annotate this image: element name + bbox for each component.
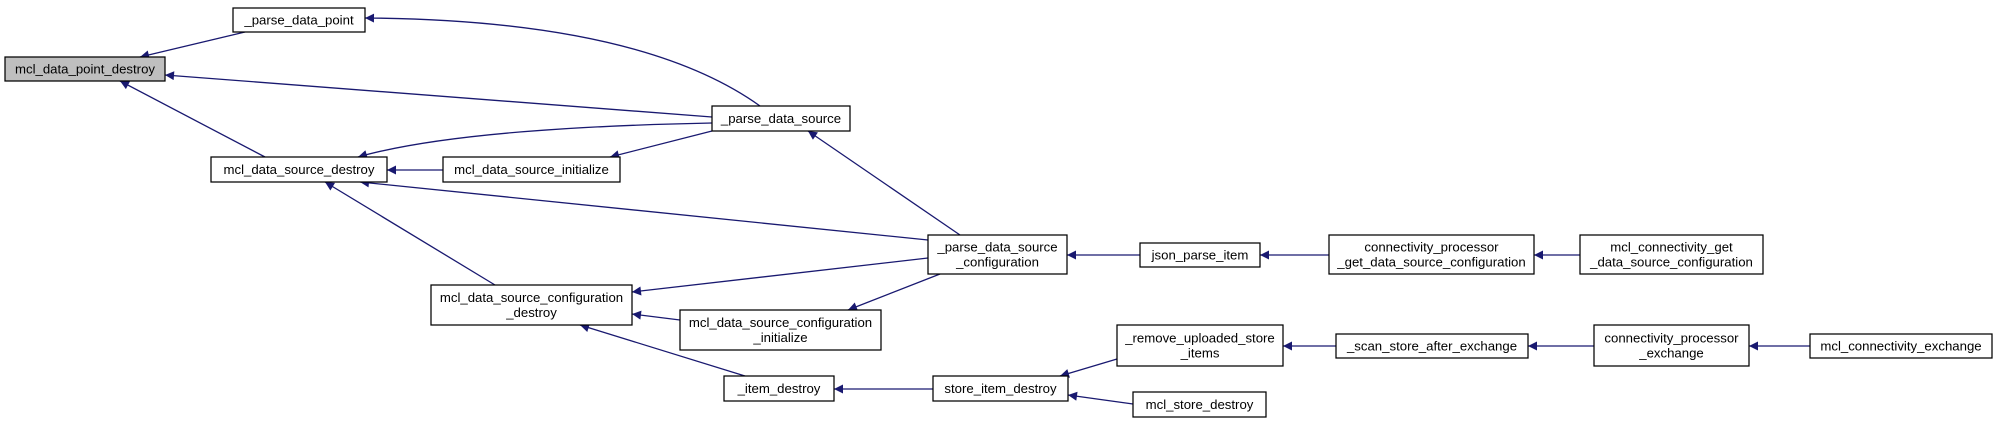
node-box[interactable] bbox=[1593, 324, 1750, 367]
node-store_item_destroy[interactable]: store_item_destroy bbox=[932, 375, 1069, 402]
node-label: mcl_data_source_destroy bbox=[223, 162, 374, 177]
node-label: _get_data_source_configuration bbox=[1336, 255, 1525, 270]
node-_scan_store_after_exchange[interactable]: _scan_store_after_exchange bbox=[1335, 333, 1529, 359]
edge-_parse_data_source_configuration-to-_parse_data_source bbox=[807, 130, 961, 236]
edge-_parse_data_source_configuration-to-mcl_data_source_configuration_initialize bbox=[847, 273, 941, 311]
node-label: _exchange bbox=[1638, 346, 1704, 361]
node-connectivity_processor_exchange[interactable]: connectivity_processor_exchange bbox=[1593, 324, 1750, 367]
node-connectivity_processor_get_data_source_configuration[interactable]: connectivity_processor_get_data_source_c… bbox=[1328, 234, 1535, 275]
node-box[interactable] bbox=[679, 309, 882, 351]
node-mcl_data_source_configuration_destroy[interactable]: mcl_data_source_configuration_destroy bbox=[430, 284, 633, 326]
nodes-layer: mcl_data_point_destroy _parse_data_pointm… bbox=[4, 7, 1993, 418]
node-json_parse_item[interactable]: json_parse_item bbox=[1139, 242, 1261, 268]
edge-_parse_data_source-to-mcl_data_source_initialize bbox=[609, 130, 713, 160]
node-label: json_parse_item bbox=[1151, 248, 1249, 263]
node-label: _configuration bbox=[955, 255, 1039, 270]
node-_parse_data_point[interactable]: _parse_data_point bbox=[232, 7, 366, 33]
node-box[interactable] bbox=[210, 156, 388, 183]
node-box[interactable] bbox=[232, 7, 366, 33]
node-mcl_connectivity_exchange[interactable]: mcl_connectivity_exchange bbox=[1809, 333, 1993, 359]
node-label: _scan_store_after_exchange bbox=[1346, 339, 1517, 354]
edge-_item_destroy-to-mcl_data_source_configuration_destroy bbox=[579, 323, 746, 377]
node-box[interactable] bbox=[1139, 242, 1261, 268]
node-box[interactable] bbox=[711, 105, 851, 132]
node-label: mcl_connectivity_exchange bbox=[1820, 339, 1981, 354]
edge-mcl_data_source_destroy-to-mcl_data_point_destroy bbox=[119, 80, 266, 158]
node-_parse_data_source_configuration[interactable]: _parse_data_source_configuration bbox=[927, 234, 1068, 275]
node-label: mcl_store_destroy bbox=[1146, 397, 1254, 412]
node-label: _parse_data_source bbox=[936, 240, 1057, 255]
node-label: _parse_data_source bbox=[720, 111, 841, 126]
node-box[interactable] bbox=[723, 375, 835, 402]
node-box[interactable] bbox=[927, 234, 1068, 275]
node-mcl_data_source_configuration_initialize[interactable]: mcl_data_source_configuration_initialize bbox=[679, 309, 882, 351]
node-label: mcl_data_source_configuration bbox=[689, 315, 872, 330]
node-label: mcl_data_point_destroy bbox=[15, 62, 155, 77]
node-label: store_item_destroy bbox=[944, 381, 1057, 396]
node-label: _data_source_configuration bbox=[1589, 255, 1753, 270]
node-box[interactable] bbox=[1579, 234, 1764, 275]
edge-_parse_data_source_configuration-to-mcl_data_source_configuration_destroy bbox=[631, 257, 929, 296]
node-box[interactable] bbox=[1132, 391, 1267, 418]
node-mcl_data_source_destroy[interactable]: mcl_data_source_destroy bbox=[210, 156, 388, 183]
node-label: _destroy bbox=[505, 305, 557, 320]
node-mcl_data_point_destroy[interactable]: mcl_data_point_destroy bbox=[4, 56, 166, 82]
edge-_parse_data_source-to-mcl_data_point_destroy bbox=[164, 71, 713, 118]
edges-layer bbox=[119, 13, 1810, 405]
node-label: connectivity_processor bbox=[1364, 240, 1499, 255]
node-box[interactable] bbox=[442, 156, 621, 183]
node-box[interactable] bbox=[1328, 234, 1535, 275]
node-box[interactable] bbox=[4, 56, 166, 82]
edge-_parse_data_point-to-mcl_data_point_destroy bbox=[139, 31, 246, 60]
node-box[interactable] bbox=[430, 284, 633, 326]
node-label: connectivity_processor bbox=[1604, 331, 1739, 346]
node-label: _items bbox=[1180, 346, 1220, 361]
node-mcl_store_destroy[interactable]: mcl_store_destroy bbox=[1132, 391, 1267, 418]
node-label: mcl_data_source_configuration bbox=[440, 290, 623, 305]
node-_parse_data_source[interactable]: _parse_data_source bbox=[711, 105, 851, 132]
node-label: _item_destroy bbox=[737, 381, 821, 396]
edge-mcl_data_source_configuration_initialize-to-mcl_data_source_configuration_destroy bbox=[631, 310, 681, 321]
node-box[interactable] bbox=[932, 375, 1069, 402]
node-label: _remove_uploaded_store bbox=[1124, 331, 1275, 346]
node-label: _parse_data_point bbox=[243, 13, 354, 28]
edge-mcl_store_destroy-to-store_item_destroy bbox=[1067, 391, 1134, 405]
node-label: _initialize bbox=[752, 330, 807, 345]
node-_remove_uploaded_store_items[interactable]: _remove_uploaded_store_items bbox=[1116, 324, 1284, 367]
edge-_parse_data_source-to-_parse_data_point bbox=[364, 13, 761, 107]
edge-mcl_data_source_configuration_destroy-to-mcl_data_source_destroy bbox=[324, 181, 496, 286]
node-mcl_connectivity_get_data_source_configuration[interactable]: mcl_connectivity_get_data_source_configu… bbox=[1579, 234, 1764, 275]
edge-_parse_data_source-to-mcl_data_source_destroy bbox=[357, 122, 713, 159]
node-label: mcl_connectivity_get bbox=[1610, 240, 1733, 255]
node-mcl_data_source_initialize[interactable]: mcl_data_source_initialize bbox=[442, 156, 621, 183]
edge-_remove_uploaded_store_items-to-store_item_destroy bbox=[1059, 358, 1118, 378]
node-label: mcl_data_source_initialize bbox=[454, 162, 609, 177]
node-box[interactable] bbox=[1116, 324, 1284, 367]
edge-_parse_data_source_configuration-to-mcl_data_source_destroy bbox=[359, 178, 929, 241]
node-_item_destroy[interactable]: _item_destroy bbox=[723, 375, 835, 402]
node-box[interactable] bbox=[1809, 333, 1993, 359]
node-box[interactable] bbox=[1335, 333, 1529, 359]
